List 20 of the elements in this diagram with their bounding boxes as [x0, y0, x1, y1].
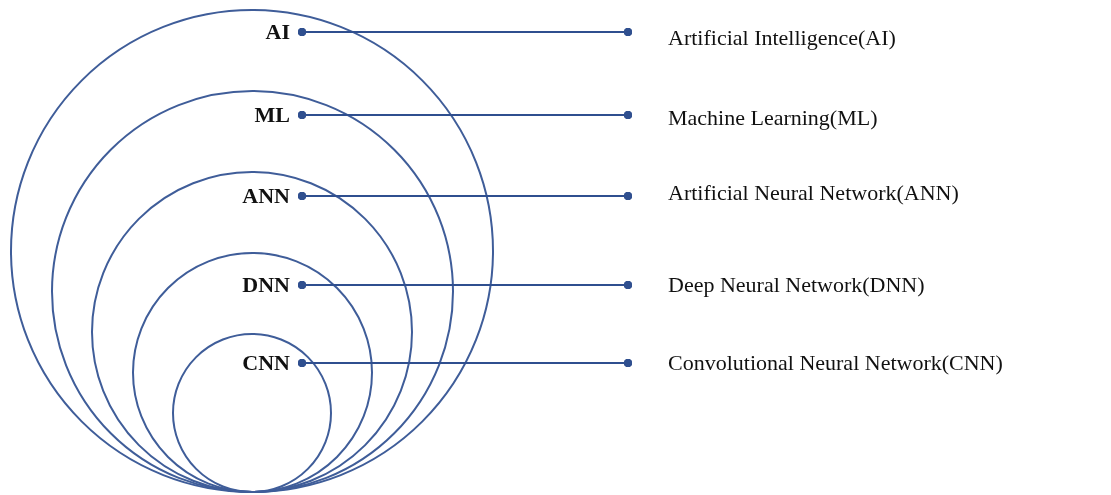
leader-line	[297, 191, 633, 201]
circle	[172, 333, 332, 493]
circle-label: ML	[254, 104, 290, 126]
term-label: Convolutional Neural Network(CNN)	[668, 352, 1003, 374]
term-label: Artificial Intelligence(AI)	[668, 27, 896, 49]
circle-label: AI	[265, 21, 290, 43]
circle	[10, 9, 494, 493]
circle-label: DNN	[242, 274, 290, 296]
leader-line	[297, 110, 633, 120]
circle	[131, 252, 373, 493]
leader-line	[297, 280, 633, 290]
circle-label: ANN	[242, 185, 290, 207]
term-label: Artificial Neural Network(ANN)	[668, 182, 959, 204]
circle	[50, 90, 454, 493]
leader-line	[297, 27, 633, 37]
term-label: Deep Neural Network(DNN)	[668, 274, 925, 296]
circle-label: CNN	[242, 352, 290, 374]
term-label: Machine Learning(ML)	[668, 107, 878, 129]
leader-line	[297, 358, 633, 368]
circle	[91, 171, 413, 493]
